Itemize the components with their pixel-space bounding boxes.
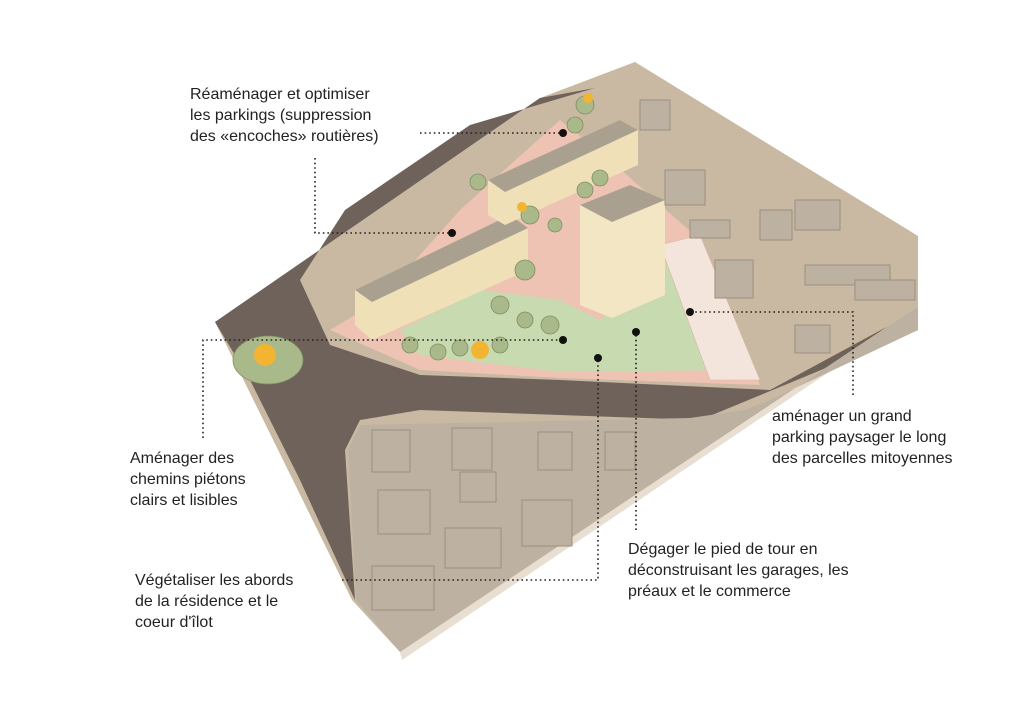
- parking-grid: [659, 234, 761, 381]
- building-bar-1-roof: [355, 215, 528, 302]
- annotation-line: coeur d'îlot: [135, 614, 213, 631]
- annotation-line: Dégager le pied de tour en: [628, 541, 818, 558]
- annotation-vegetaliser: Végétaliser les abords de la résidence et…: [135, 570, 293, 633]
- annotation-line: préaux et le commerce: [628, 583, 791, 600]
- annotation-line: Réaménager et optimiser: [190, 86, 370, 103]
- annotation-line: les parkings (suppression: [190, 107, 372, 124]
- annotation-line: aménager un grand: [772, 408, 912, 425]
- leader-grand-parking: [690, 311, 854, 395]
- annotation-line: chemins piétons: [130, 471, 246, 488]
- annotation-chemins: Aménager des chemins piétons clairs et lis…: [130, 448, 246, 511]
- annotation-line: des «encoches» routières): [190, 128, 379, 145]
- leader-lines: [202, 132, 854, 581]
- tower-roof: [580, 185, 665, 222]
- annotation-line: Végétaliser les abords: [135, 572, 294, 589]
- annotation-line: parking paysager le long: [772, 429, 947, 446]
- annotation-grand-parking: aménager un grand parking paysager le lon…: [772, 406, 953, 469]
- leader-dots: [448, 129, 694, 362]
- yellow-trees: [254, 93, 593, 366]
- board-edge: [400, 306, 918, 660]
- annotation-line: Aménager des: [130, 450, 235, 467]
- building-bar-2-roof: [488, 120, 638, 192]
- annotation-line: de la résidence et le: [135, 593, 279, 610]
- annotation-line: des parcelles mitoyennes: [772, 450, 953, 467]
- annotation-degager: Dégager le pied de tour en déconstruisant…: [628, 539, 849, 602]
- annotation-line: déconstruisant les garages, les: [628, 562, 849, 579]
- annotation-line: clairs et lisibles: [130, 492, 238, 509]
- tower: [580, 185, 665, 318]
- houses: [371, 99, 916, 611]
- leader-parkings-b: [314, 158, 452, 234]
- leader-chemins: [202, 339, 563, 438]
- annotation-parkings: Réaménager et optimiser les parkings (sup…: [190, 84, 379, 147]
